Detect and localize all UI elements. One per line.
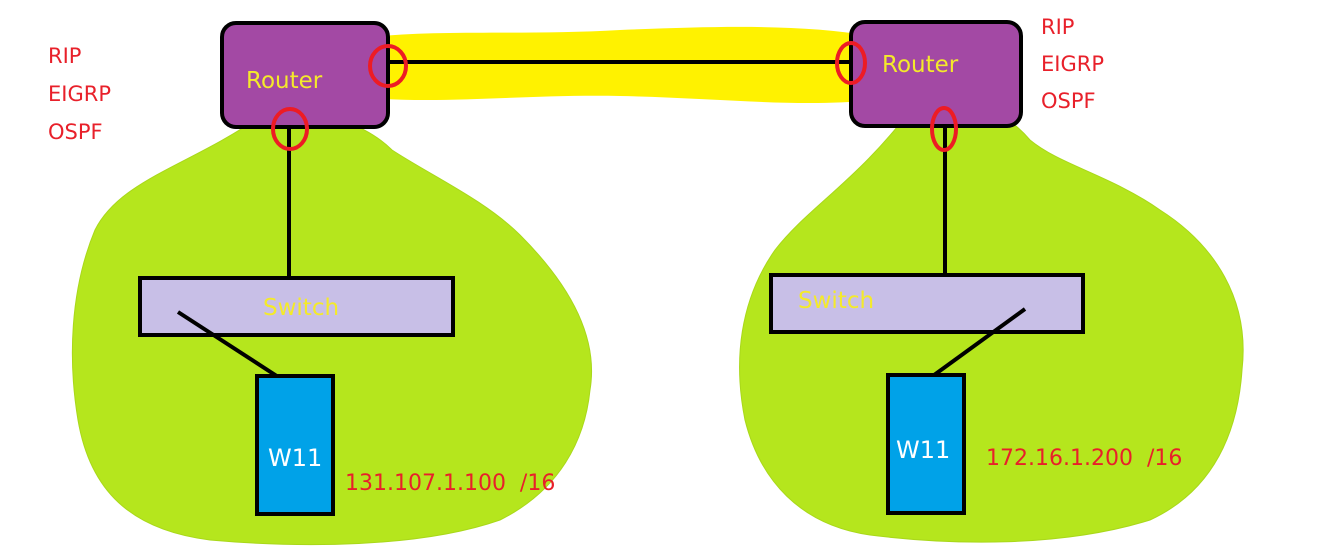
right-protocol-ospf: OSPF: [1041, 89, 1096, 113]
right-router-lan-interface-marker: [930, 106, 958, 152]
left-router-label: Router: [246, 68, 323, 94]
right-switch: [769, 273, 1085, 334]
right-ip-address: 172.16.1.200 /16: [986, 446, 1182, 471]
left-switch-pc-link: [176, 310, 288, 384]
left-protocol-rip: RIP: [48, 44, 81, 68]
left-pc: [255, 374, 335, 516]
left-pc-label: W11: [268, 444, 322, 472]
right-pc-label: W11: [896, 436, 950, 464]
right-switch-label: Switch: [798, 288, 874, 314]
left-ip-address: 131.107.1.100 /16: [345, 471, 555, 496]
left-protocol-ospf: OSPF: [48, 120, 103, 144]
left-protocol-list: RIP EIGRP OSPF: [48, 44, 111, 144]
right-router-label: Router: [882, 52, 959, 78]
right-protocol-list: RIP EIGRP OSPF: [1041, 15, 1104, 113]
left-protocol-eigrp: EIGRP: [48, 82, 111, 106]
right-router: [849, 20, 1023, 128]
right-router-wan-interface-marker: [835, 41, 867, 85]
left-router-wan-interface-marker: [368, 44, 408, 88]
right-protocol-eigrp: EIGRP: [1041, 52, 1104, 76]
left-switch-label: Switch: [263, 295, 339, 321]
left-switch: [138, 276, 455, 337]
right-pc: [886, 373, 966, 515]
right-switch-pc-link: [928, 307, 1027, 380]
right-protocol-rip: RIP: [1041, 15, 1074, 39]
left-router-lan-interface-marker: [271, 107, 309, 151]
wan-link-highlight: [352, 26, 872, 104]
